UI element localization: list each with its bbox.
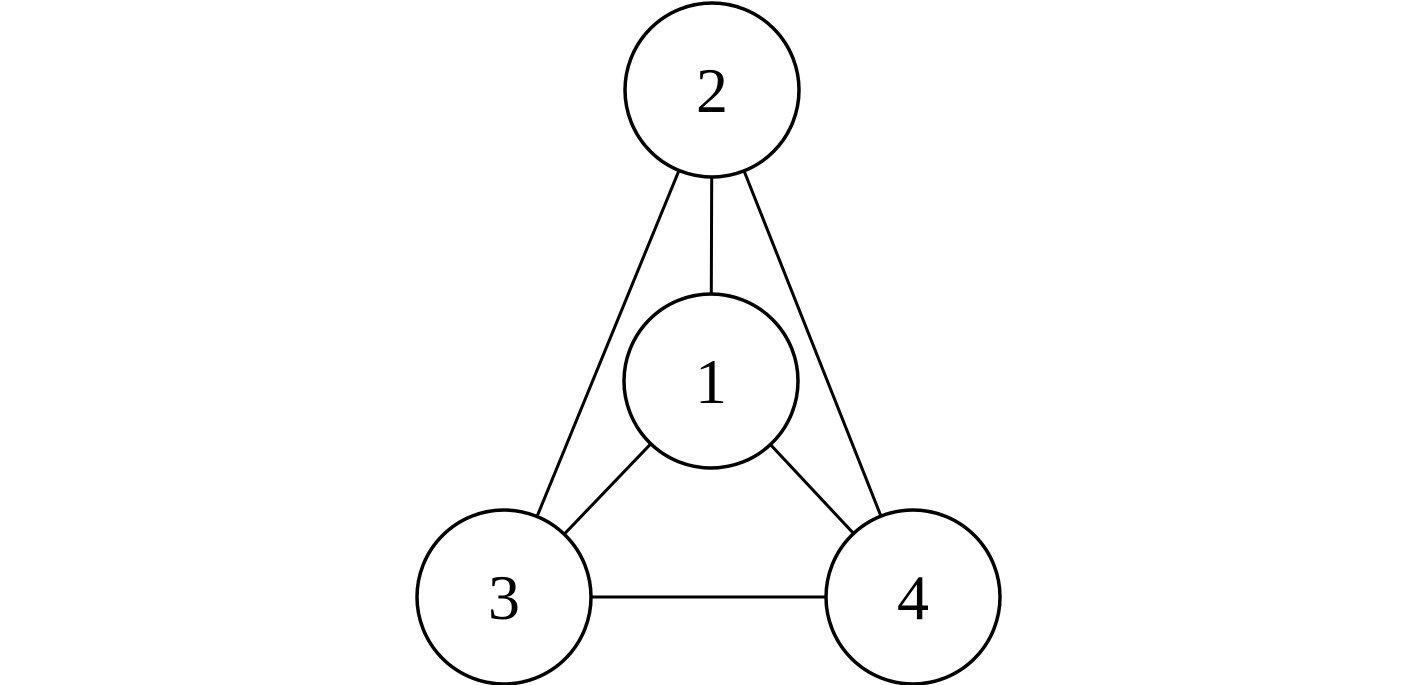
graph-node-circle-2 — [623, 1, 801, 179]
graph-node-2: 2 — [623, 1, 801, 179]
graph-node-circle-3 — [415, 508, 593, 685]
graph-node-label-4: 4 — [897, 562, 929, 633]
graph-node-label-3: 3 — [488, 562, 520, 633]
graph-node-3: 3 — [415, 508, 593, 685]
graph-node-circle-4 — [824, 508, 1002, 685]
graph-node-label-1: 1 — [695, 346, 727, 417]
graph-edge-2-3 — [502, 89, 714, 598]
graph-edge-2-4 — [710, 89, 915, 598]
graph-node-label-2: 2 — [696, 55, 728, 126]
graph-node-circle-1 — [622, 292, 800, 470]
graph-node-1: 1 — [622, 292, 800, 470]
graph-node-4: 4 — [824, 508, 1002, 685]
